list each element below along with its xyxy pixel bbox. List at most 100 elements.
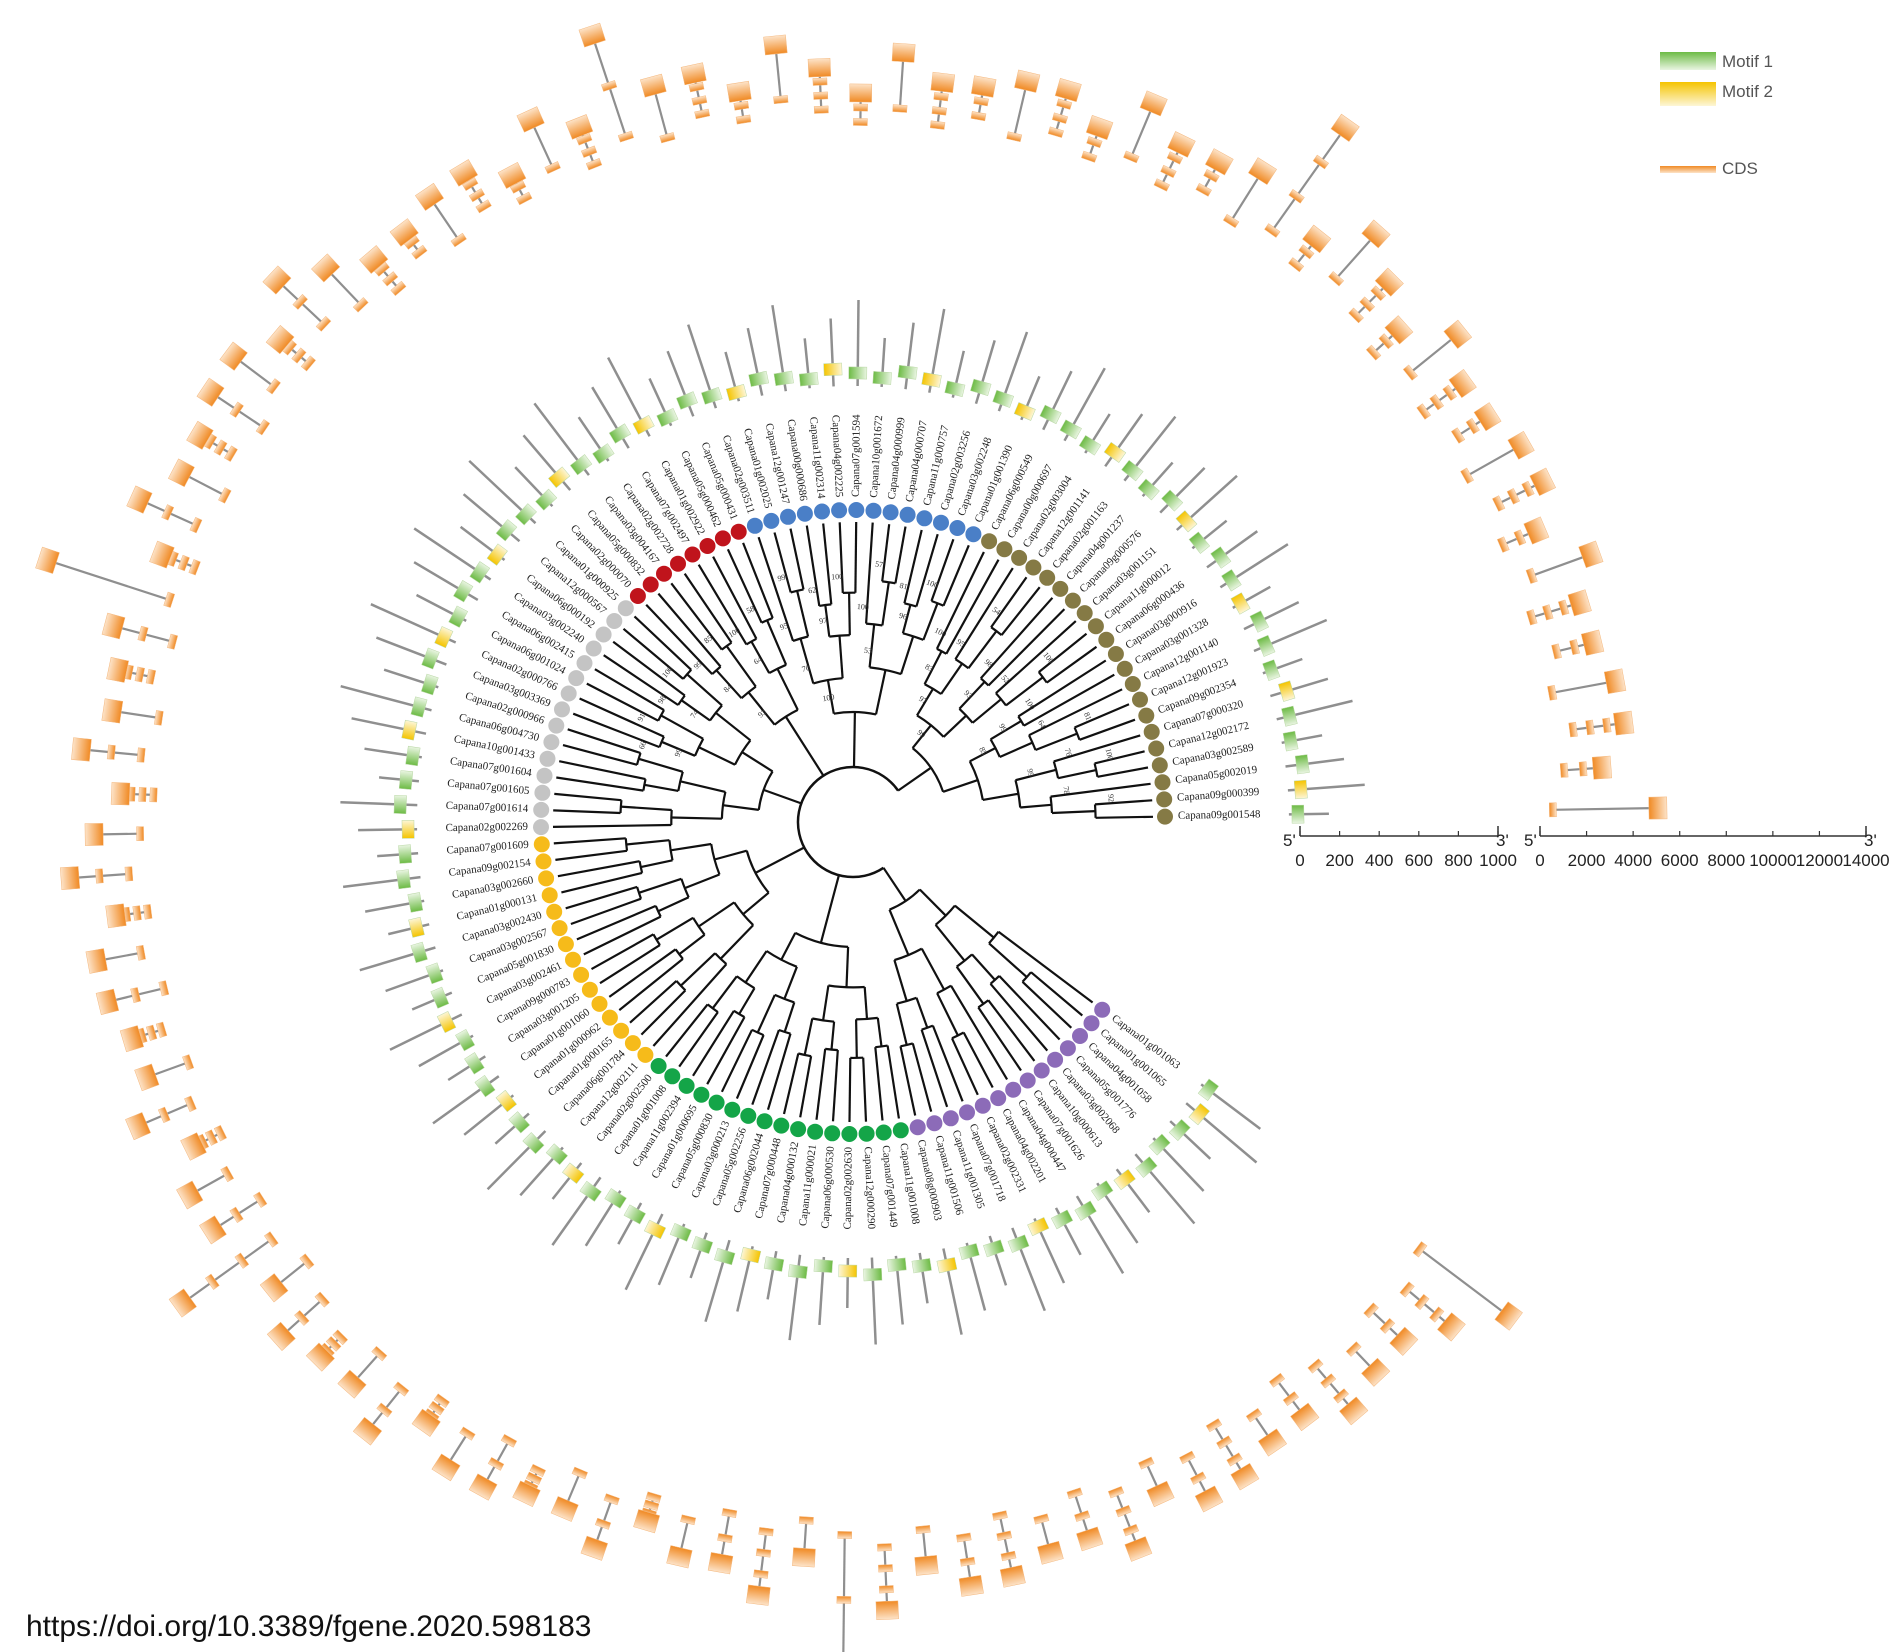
tree-branch: [796, 590, 810, 637]
cds-exon: [1429, 394, 1444, 411]
tree-branch: [715, 711, 752, 742]
bootstrap-value: 100: [822, 692, 835, 703]
cds-exon: [578, 22, 606, 48]
motif-box: [701, 386, 723, 405]
cds-exon: [390, 280, 407, 296]
gene-scale-tick-label: 10000: [1749, 851, 1796, 870]
gene-scale-tick-label: 4000: [1614, 851, 1652, 870]
motif-gene-line: [378, 776, 420, 783]
cds-exon: [1513, 529, 1527, 546]
clade-dot: [1019, 1072, 1036, 1089]
legend: Motif 1 Motif 2 CDS: [1660, 52, 1773, 178]
tree-branch: [1020, 803, 1052, 809]
cds-exon: [1203, 169, 1220, 183]
cds-exon: [1492, 495, 1506, 512]
gene-scale-3prime: 3': [1864, 831, 1877, 850]
tree-branch-arc: [954, 658, 970, 670]
cds-exon: [1204, 148, 1234, 176]
legend-swatch-motif1: [1660, 52, 1716, 70]
cds-exon: [218, 487, 232, 504]
cds-exon: [1370, 285, 1386, 301]
legend-label-motif1: Motif 1: [1722, 52, 1773, 71]
tree-branch-arc: [677, 771, 684, 792]
clade-dot: [1107, 646, 1124, 662]
gene-intron-line: [1552, 680, 1616, 694]
cds-exon: [601, 80, 618, 92]
tree-branch: [671, 816, 722, 820]
gene-id: Capana11g000021: [797, 1144, 819, 1227]
cds-exon: [1648, 796, 1668, 820]
tree-branch: [644, 783, 679, 792]
clade-dot: [1138, 707, 1155, 724]
clade-dot: [981, 533, 998, 550]
tree-branch: [868, 624, 876, 668]
tree-branch: [562, 744, 638, 766]
cds-exon: [1448, 368, 1477, 399]
clade-dot: [568, 670, 585, 687]
cds-exon: [792, 1547, 816, 1568]
tree-branch-arc: [736, 975, 756, 990]
cds-exon: [1580, 629, 1605, 656]
tree-branch: [773, 532, 792, 593]
cds-exon: [126, 485, 153, 514]
cds-exon: [1402, 364, 1418, 381]
tree-branch: [899, 635, 915, 675]
cds-exon: [177, 554, 190, 572]
tree-branch-arc: [900, 1042, 914, 1048]
tree-branch: [579, 697, 665, 738]
clade-dot: [996, 541, 1013, 558]
clade-dot: [1087, 618, 1104, 635]
tree-branch-arc: [936, 984, 952, 995]
tree-branch: [1046, 645, 1098, 684]
tree-branch: [882, 867, 907, 902]
clade-dots: [533, 502, 1173, 1142]
tree-branch: [692, 1010, 735, 1077]
motif-box: [535, 488, 558, 511]
clade-dot: [1011, 549, 1028, 566]
tree-branch: [930, 538, 955, 602]
motif-scale-5prime: 5': [1283, 831, 1296, 850]
cds-exon: [291, 347, 307, 364]
bootstrap-value: 57: [875, 559, 884, 569]
tree-branch-arc: [619, 800, 623, 814]
cds-exon: [234, 1252, 250, 1269]
gene-intron-line: [47, 559, 170, 601]
tree-branch: [819, 874, 840, 944]
motif-box: [469, 561, 491, 584]
cds-exon: [411, 244, 428, 260]
cds-exon: [1222, 213, 1240, 229]
cds-exon: [359, 245, 389, 274]
motif-box: [548, 466, 571, 488]
tree-branch-arc: [924, 683, 942, 695]
tree-branch: [594, 668, 665, 712]
cds-exon: [1216, 1435, 1233, 1450]
tree-branch: [783, 966, 798, 1000]
clade-dot: [714, 530, 731, 547]
clade-dot: [1132, 691, 1148, 708]
tree-branch: [552, 823, 672, 828]
tree-branch: [698, 746, 736, 766]
tree-branch: [742, 542, 774, 619]
tree-branch: [824, 604, 831, 637]
cds-exon: [376, 1402, 393, 1418]
clade-dot: [1047, 1051, 1064, 1068]
cds-exon: [450, 232, 467, 248]
motif-box: [592, 443, 615, 464]
cds-exon: [580, 145, 598, 158]
cds-exon: [255, 419, 271, 436]
tree-branch-arc: [638, 860, 644, 874]
tree-branch-arc: [765, 950, 798, 968]
legend-swatch-motif2: [1660, 82, 1716, 106]
motif-box: [740, 1246, 762, 1264]
motif-box: [1282, 730, 1299, 752]
tree-branch: [744, 950, 768, 984]
cds-exon: [617, 130, 634, 143]
cds-exon: [182, 1054, 195, 1071]
tree-branch-arc: [936, 647, 947, 655]
cds-exon: [95, 988, 120, 1016]
tree-branch: [934, 924, 966, 962]
tree-branch-arc: [798, 1052, 812, 1058]
gene-intron-line: [1409, 333, 1459, 374]
bootstrap-labels: 9278100769981641009985100529893549510083…: [636, 559, 1116, 802]
cds-exon: [878, 1564, 893, 1573]
